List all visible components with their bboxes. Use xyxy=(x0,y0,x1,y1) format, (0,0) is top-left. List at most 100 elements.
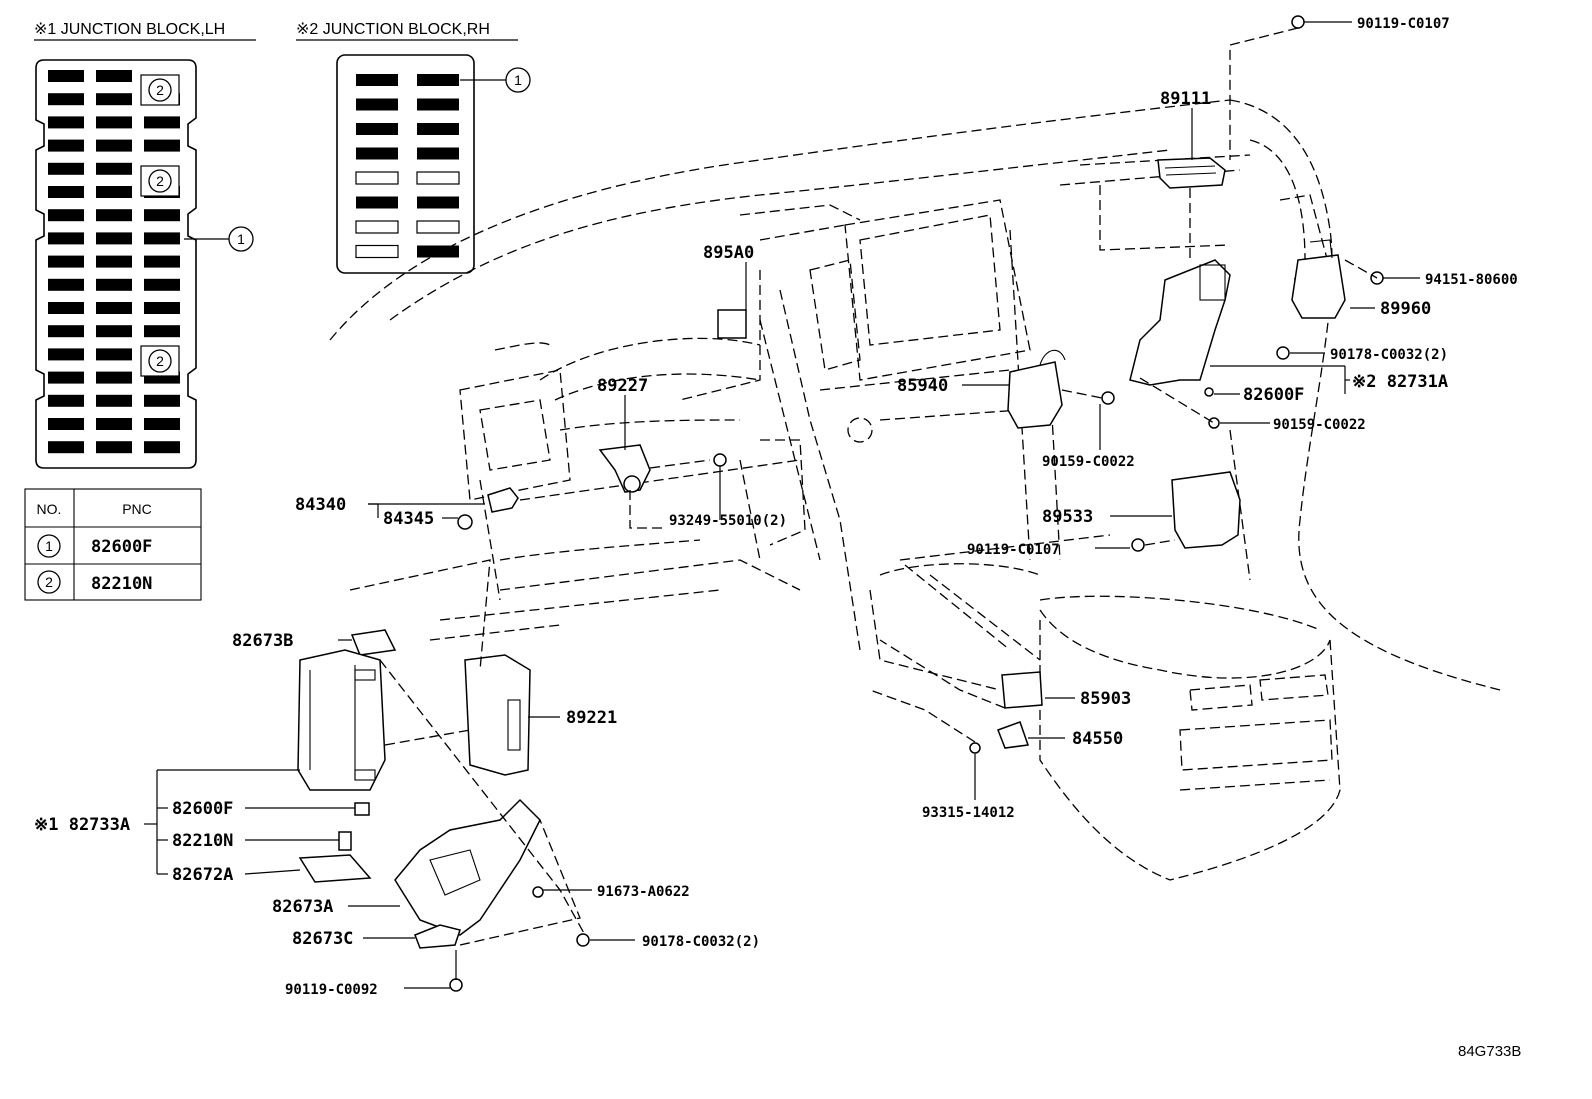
part-82673a xyxy=(394,798,541,936)
label-90178-c0032-2-right: 90178-C0032(2) xyxy=(1330,347,1448,363)
fuse-slot xyxy=(96,371,132,384)
fuse-slot xyxy=(416,220,460,234)
label-90178-c0032-2-bottom: 90178-C0032(2) xyxy=(642,934,760,950)
fuse-slot xyxy=(48,255,84,268)
fuse-slot xyxy=(48,348,84,361)
fuse-slot xyxy=(144,116,180,129)
fuse-slot xyxy=(48,418,84,430)
fuse-slot xyxy=(96,139,132,152)
part-82673c xyxy=(414,924,461,949)
part-82600f-left xyxy=(354,802,370,816)
label-90159-c0022-mid: 90159-C0022 xyxy=(1042,454,1135,470)
label-82673a: 82673A xyxy=(272,897,333,917)
fuse-slot xyxy=(417,74,459,86)
table-row-1-pnc: 82600F xyxy=(91,537,152,557)
part-82672a xyxy=(298,854,372,883)
table-row-2-pnc: 82210N xyxy=(91,574,152,594)
fuse-slot xyxy=(356,98,398,111)
fuse-slot xyxy=(96,302,132,314)
leader-lines xyxy=(144,21,1420,989)
marker-2-lh-a: 2 xyxy=(140,74,180,106)
label-82672a: 82672A xyxy=(172,865,233,885)
fuse-slot xyxy=(48,441,84,454)
fuse-slot xyxy=(144,255,180,268)
marker-1-rh: 1 xyxy=(505,67,531,93)
label-91673-a0622: 91673-A0622 xyxy=(597,884,690,900)
junction-block-rh: 1 xyxy=(336,54,531,274)
fuse-slot xyxy=(356,123,398,135)
fuse-slot xyxy=(96,93,132,106)
fuse-slot xyxy=(48,394,84,407)
fuse-slot xyxy=(96,325,132,338)
svg-text:2: 2 xyxy=(156,173,164,189)
part-89533 xyxy=(1171,471,1241,549)
fuse-slot xyxy=(96,418,132,430)
fuse-slot xyxy=(417,98,459,111)
label-94151-80600: 94151-80600 xyxy=(1425,272,1518,288)
part-82210n xyxy=(338,831,352,851)
fuse-slot xyxy=(48,325,84,338)
label-89227: 89227 xyxy=(597,376,648,396)
part-82673b xyxy=(350,629,397,656)
fuse-slot xyxy=(96,232,132,245)
fuse-slot xyxy=(96,394,132,407)
fuse-slot xyxy=(48,278,84,291)
fuse-slot xyxy=(48,116,84,129)
fuse-slot xyxy=(96,70,132,82)
fuse-slot xyxy=(417,123,459,135)
fuse-slot xyxy=(96,209,132,222)
fuse-slot xyxy=(356,74,398,86)
part-junction-block-lh-body xyxy=(297,649,386,791)
svg-text:1: 1 xyxy=(514,72,522,88)
part-89960 xyxy=(1291,239,1346,319)
label-82673c: 82673C xyxy=(292,929,353,949)
part-93315-14012 xyxy=(969,742,981,754)
label-85903: 85903 xyxy=(1080,689,1131,709)
fuse-slot xyxy=(48,232,84,245)
label-90119-c0107-mid: 90119-C0107 xyxy=(967,542,1060,558)
table-header-pnc: PNC xyxy=(122,501,152,517)
fuse-slot xyxy=(416,171,460,185)
fuse-slot xyxy=(96,278,132,291)
fuse-slot xyxy=(48,139,84,152)
fuse-slot xyxy=(48,70,84,82)
label-93249-55010-2: 93249-55010(2) xyxy=(669,513,787,529)
junction-block-lh: 2 2 2 1 xyxy=(35,59,254,469)
fuse-slot xyxy=(96,348,132,361)
label-84345: 84345 xyxy=(383,509,434,529)
fuse-slot xyxy=(48,93,84,106)
fuse-slot xyxy=(96,255,132,268)
part-84340 xyxy=(487,487,519,513)
part-89111 xyxy=(1157,157,1226,189)
fuse-slot xyxy=(96,441,132,454)
fuse-slot xyxy=(144,418,180,430)
label-89221: 89221 xyxy=(566,708,617,728)
fuse-slot xyxy=(417,147,459,160)
svg-text:2: 2 xyxy=(156,82,164,98)
svg-text:2: 2 xyxy=(156,353,164,369)
fuse-slot xyxy=(356,147,398,160)
part-82731a-bracket xyxy=(1129,259,1231,386)
label-82733a: ※1 82733A xyxy=(34,815,130,835)
label-90119-c0092: 90119-C0092 xyxy=(285,982,378,998)
table-header-no: NO. xyxy=(37,501,62,517)
fuse-slot xyxy=(144,325,180,338)
part-85940 xyxy=(1007,349,1066,429)
fuse-slot xyxy=(48,186,84,198)
fuse-slot xyxy=(48,302,84,314)
part-84550 xyxy=(997,721,1030,749)
fuse-slot xyxy=(144,139,180,152)
label-90119-c0107-top: 90119-C0107 xyxy=(1357,16,1450,32)
label-84550: 84550 xyxy=(1072,729,1123,749)
marker-1-lh: 1 xyxy=(228,226,254,252)
part-89221 xyxy=(464,654,531,776)
fuse-slot xyxy=(144,278,180,291)
fuse-slot xyxy=(355,220,399,234)
label-82210n: 82210N xyxy=(172,831,233,851)
table-row-2-no: 2 xyxy=(45,574,53,590)
label-82731a: ※2 82731A xyxy=(1352,372,1448,392)
marker-2-lh-c: 2 xyxy=(140,345,180,377)
fuse-slot xyxy=(96,116,132,129)
table-row-1-no: 1 xyxy=(45,538,53,554)
